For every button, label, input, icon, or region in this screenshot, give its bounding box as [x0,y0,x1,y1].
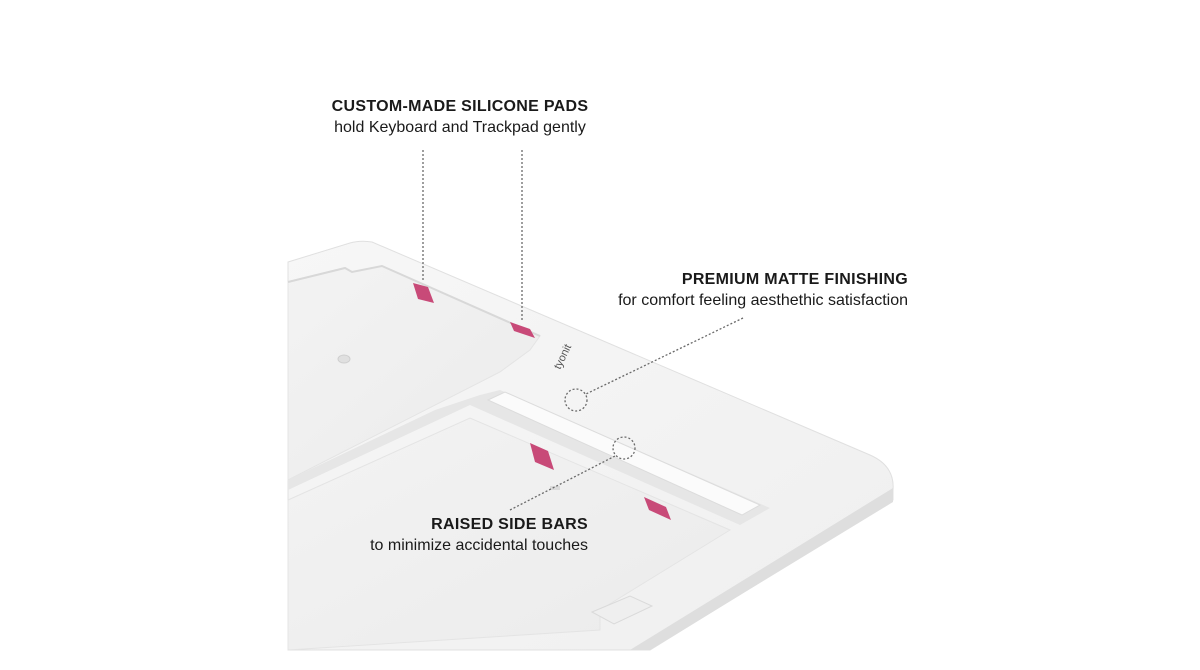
callout-subtitle: hold Keyboard and Trackpad gently [334,119,586,136]
callout-silicone-pads: CUSTOM-MADE SILICONE PADS hold Keyboard … [300,98,620,137]
matte-indicator-circle [564,388,588,412]
silicone-pad-2 [510,322,535,338]
raised-side-bar [486,391,762,516]
trackpad-marker [550,486,560,490]
center-hole [337,354,351,364]
callout-title: CUSTOM-MADE SILICONE PADS [331,98,589,115]
side-bar-indicator-circle [612,436,636,460]
callout-raised-side-bars: RAISED SIDE BARS to minimize accidental … [330,516,588,555]
tray-front-edge [630,488,893,650]
leader-line-matte [585,317,744,395]
corner-step [590,595,654,625]
callout-title: PREMIUM MATTE FINISHING [681,271,908,288]
keyboard-well-edge [287,264,541,337]
callout-subtitle: to minimize accidental touches [370,537,588,554]
middle-ridge [288,390,770,525]
callout-title: RAISED SIDE BARS [431,516,588,533]
silicone-pad-3 [530,443,554,470]
silicone-pad-1 [413,283,434,303]
callout-subtitle: for comfort feeling aesthethic satisfact… [618,292,908,309]
callout-matte-finishing: PREMIUM MATTE FINISHING for comfort feel… [560,271,908,310]
silicone-pad-4 [644,497,671,520]
